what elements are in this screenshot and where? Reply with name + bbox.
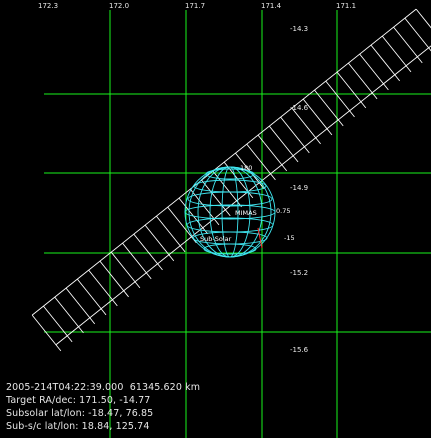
ring-rung <box>201 179 231 217</box>
lat-mark-label-2: -15 <box>284 234 295 242</box>
dec-label: -15.2 <box>290 269 309 277</box>
ring-rung <box>31 314 62 352</box>
ring-rung <box>381 35 412 73</box>
ring-rung <box>325 80 355 118</box>
dec-label: -15.6 <box>290 346 309 354</box>
ring-rung <box>133 233 163 271</box>
ring-rung <box>257 134 288 172</box>
ring-rung <box>393 26 423 64</box>
target-name-label: MIMAS <box>235 209 257 217</box>
target-radec: Target RA/dec: 171.50, -14.77 <box>6 395 151 406</box>
ring-rung <box>291 107 321 145</box>
dec-label: -14.3 <box>290 25 309 33</box>
ring-edge-line <box>31 8 417 316</box>
lat-mark-label: 0.75 <box>276 207 291 215</box>
ra-label: 172.3 <box>38 2 59 10</box>
pole-label: 180 <box>240 164 253 172</box>
globe-latitude-line <box>186 217 274 233</box>
subsolar-label: Sub-Solar <box>200 235 232 243</box>
ring-rung <box>54 296 84 334</box>
subspacecraft-latlon: Sub-s/c lat/lon: 18.84, 125.74 <box>6 421 150 432</box>
globe-latitude-line <box>203 243 257 255</box>
subsolar-latlon: Subsolar lat/lon: -18.47, 76.85 <box>6 408 154 419</box>
ring-rung <box>156 215 186 253</box>
ra-label: 172.0 <box>109 2 130 10</box>
subsolar-marker <box>257 227 263 249</box>
ring-rung <box>65 287 96 325</box>
ring-rung <box>268 125 299 163</box>
observation-time-range: 2005-214T04:22:39.000 61345.620 km <box>6 382 201 393</box>
ring-rung <box>88 269 118 307</box>
ring-rung <box>280 116 310 154</box>
ring-rung <box>302 98 333 136</box>
ring-rung <box>314 89 344 127</box>
globe-longitude-line <box>188 166 272 258</box>
ring-rung <box>144 224 175 262</box>
ring-rung <box>415 8 431 29</box>
ring-rung <box>99 260 129 298</box>
ring-ladder <box>31 8 431 352</box>
ring-rung <box>122 242 152 280</box>
dec-label: -14.6 <box>290 104 309 112</box>
dec-label: -14.9 <box>290 184 309 192</box>
ra-label: 171.1 <box>336 2 357 10</box>
ring-rung <box>110 251 141 289</box>
target-globe <box>184 166 276 258</box>
coordinate-grid <box>44 10 431 438</box>
ring-rung <box>76 278 107 316</box>
ring-rung <box>348 62 378 100</box>
ring-rung <box>43 305 73 343</box>
ring-rung <box>246 143 276 181</box>
globe-latitude-line <box>205 168 255 180</box>
ring-rung <box>404 17 431 52</box>
ra-label: 171.7 <box>185 2 206 10</box>
globe-latitude-line <box>187 191 273 207</box>
ra-label: 171.4 <box>261 2 282 10</box>
globe-latitude-line <box>184 204 276 220</box>
ring-rung <box>167 206 197 244</box>
ring-rung <box>336 71 367 109</box>
ring-rung <box>359 53 389 91</box>
ring-rung <box>370 44 401 82</box>
